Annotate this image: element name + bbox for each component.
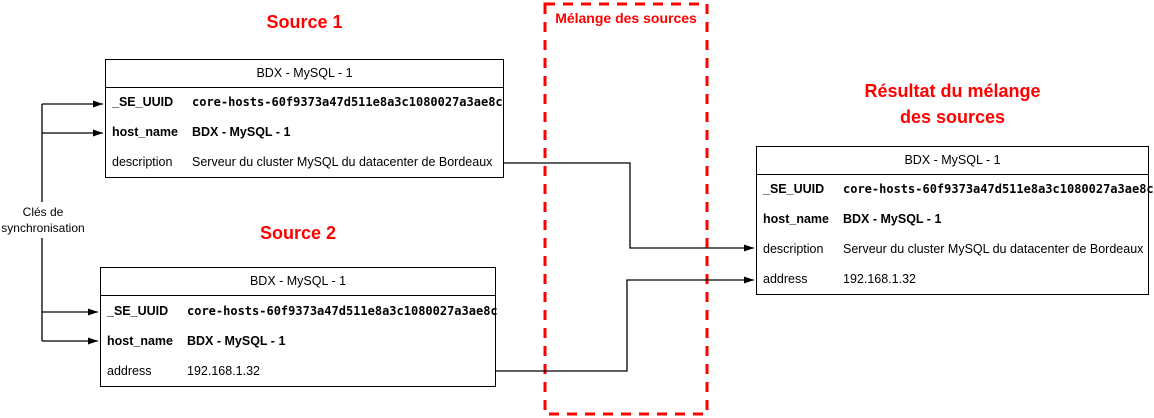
- field-row-host-name: host_name BDX - MySQL - 1: [757, 204, 1148, 234]
- field-value: core-hosts-60f9373a47d511e8a3c1080027a3a…: [192, 95, 503, 110]
- field-value: Serveur du cluster MySQL du datacenter d…: [843, 242, 1144, 257]
- field-row-host-name: host_name BDX - MySQL - 1: [101, 326, 495, 356]
- field-row-se-uuid: _SE_UUID core-hosts-60f9373a47d511e8a3c1…: [757, 175, 1154, 205]
- source2-box: BDX - MySQL - 1 _SE_UUID core-hosts-60f9…: [100, 267, 498, 387]
- source2-box-header: BDX - MySQL - 1: [101, 268, 495, 296]
- merge-zone-title: Mélange des sources: [555, 10, 697, 26]
- result-box-header: BDX - MySQL - 1: [757, 147, 1148, 175]
- field-value: 192.168.1.32: [187, 363, 260, 378]
- field-value: BDX - MySQL - 1: [843, 212, 942, 227]
- field-label: _SE_UUID: [763, 182, 825, 197]
- field-value: 192.168.1.32: [843, 272, 916, 287]
- result-title-line2: des sources: [899, 107, 1006, 127]
- field-row-address: address 192.168.1.32: [101, 356, 495, 386]
- field-label: _SE_UUID: [112, 95, 174, 110]
- field-label: host_name: [107, 333, 173, 348]
- source2-title: Source 2: [259, 223, 337, 243]
- source1-box-header: BDX - MySQL - 1: [106, 60, 503, 88]
- field-label: description: [763, 242, 824, 257]
- field-label: host_name: [763, 212, 829, 227]
- result-box: BDX - MySQL - 1 _SE_UUID core-hosts-60f9…: [756, 146, 1154, 295]
- connector-source1-description-to-result: [504, 162, 754, 252]
- field-value: Serveur du cluster MySQL du datacenter d…: [192, 155, 493, 170]
- field-row-host-name: host_name BDX - MySQL - 1: [106, 117, 503, 147]
- field-label: _SE_UUID: [107, 303, 169, 318]
- field-value: core-hosts-60f9373a47d511e8a3c1080027a3a…: [843, 182, 1154, 197]
- sync-keys-label-line1: Clés de: [22, 205, 64, 219]
- field-row-description: description Serveur du cluster MySQL du …: [106, 147, 503, 177]
- field-row-se-uuid: _SE_UUID core-hosts-60f9373a47d511e8a3c1…: [101, 296, 498, 326]
- sync-keys-label: Clés de synchronisation: [0, 202, 86, 238]
- field-label: description: [112, 155, 173, 170]
- field-row-address: address 192.168.1.32: [757, 264, 1148, 294]
- result-box-rows: _SE_UUID core-hosts-60f9373a47d511e8a3c1…: [757, 175, 1154, 295]
- sync-keys-label-line2: synchronisation: [1, 221, 85, 235]
- field-value: BDX - MySQL - 1: [192, 125, 291, 140]
- connector-source2-address-to-result: [496, 276, 754, 372]
- source1-box: BDX - MySQL - 1 _SE_UUID core-hosts-60f9…: [105, 59, 504, 178]
- field-label: address: [763, 272, 808, 287]
- source1-title: Source 1: [266, 12, 343, 32]
- result-title-line1: Résultat du mélange: [864, 81, 1041, 101]
- field-value: core-hosts-60f9373a47d511e8a3c1080027a3a…: [187, 303, 498, 318]
- field-value: BDX - MySQL - 1: [187, 333, 286, 348]
- field-label: host_name: [112, 125, 178, 140]
- merge-zone-border: [543, 2, 709, 416]
- source2-box-rows: _SE_UUID core-hosts-60f9373a47d511e8a3c1…: [101, 296, 498, 387]
- result-title: Résultat du mélange des sources: [756, 78, 1149, 130]
- source1-box-rows: _SE_UUID core-hosts-60f9373a47d511e8a3c1…: [106, 88, 503, 178]
- field-row-se-uuid: _SE_UUID core-hosts-60f9373a47d511e8a3c1…: [106, 88, 503, 118]
- field-label: address: [107, 363, 152, 378]
- field-row-description: description Serveur du cluster MySQL du …: [757, 234, 1148, 264]
